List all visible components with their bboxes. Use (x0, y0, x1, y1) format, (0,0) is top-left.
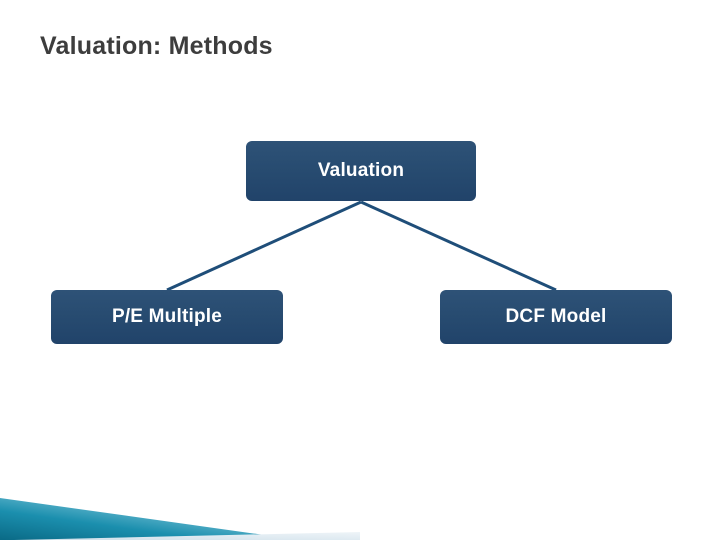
node-dcf-model-label: DCF Model (505, 306, 607, 327)
ribbon-shape-light (14, 532, 360, 540)
node-pe-multiple-label: P/E Multiple (111, 306, 223, 327)
node-pe-multiple[interactable]: P/E Multiple (51, 290, 283, 344)
node-valuation[interactable]: Valuation (246, 141, 476, 201)
ribbon-shape-teal (0, 498, 300, 540)
node-valuation-label: Valuation (317, 160, 405, 181)
connector-root-to-left (166, 200, 362, 292)
page-title: Valuation: Methods (40, 32, 273, 60)
connector-root-to-right (360, 200, 557, 292)
corner-ribbon-decoration (0, 498, 360, 540)
node-dcf-model[interactable]: DCF Model (440, 290, 672, 344)
